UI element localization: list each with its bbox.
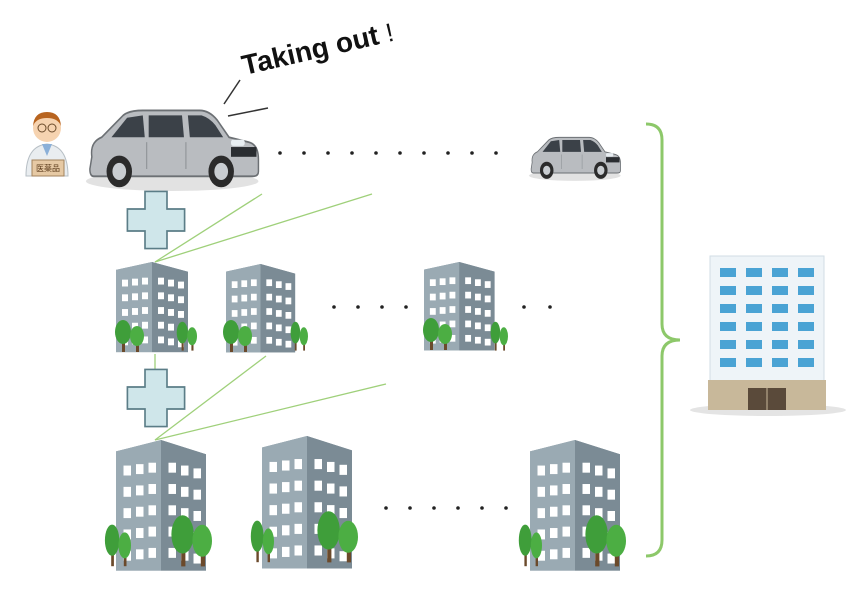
pharmacist-figure: 医薬品	[25, 112, 69, 177]
curly-bracket	[645, 122, 681, 558]
plus-sign-1	[126, 190, 186, 250]
building	[262, 436, 352, 569]
building	[530, 440, 620, 571]
building-row-2	[104, 436, 626, 571]
car-large	[85, 109, 260, 192]
hospital-building	[690, 255, 846, 416]
speech-mark-2	[227, 107, 269, 117]
ellipsis-row-3	[384, 506, 508, 510]
speech-mark-1	[223, 79, 241, 105]
medicine-box-label: 医薬品	[36, 163, 60, 173]
ellipsis-row-2	[332, 305, 552, 309]
ellipsis-row-1	[278, 151, 498, 155]
building-row-1	[115, 262, 508, 353]
plus-sign-2	[126, 368, 186, 428]
car-small	[528, 136, 622, 182]
